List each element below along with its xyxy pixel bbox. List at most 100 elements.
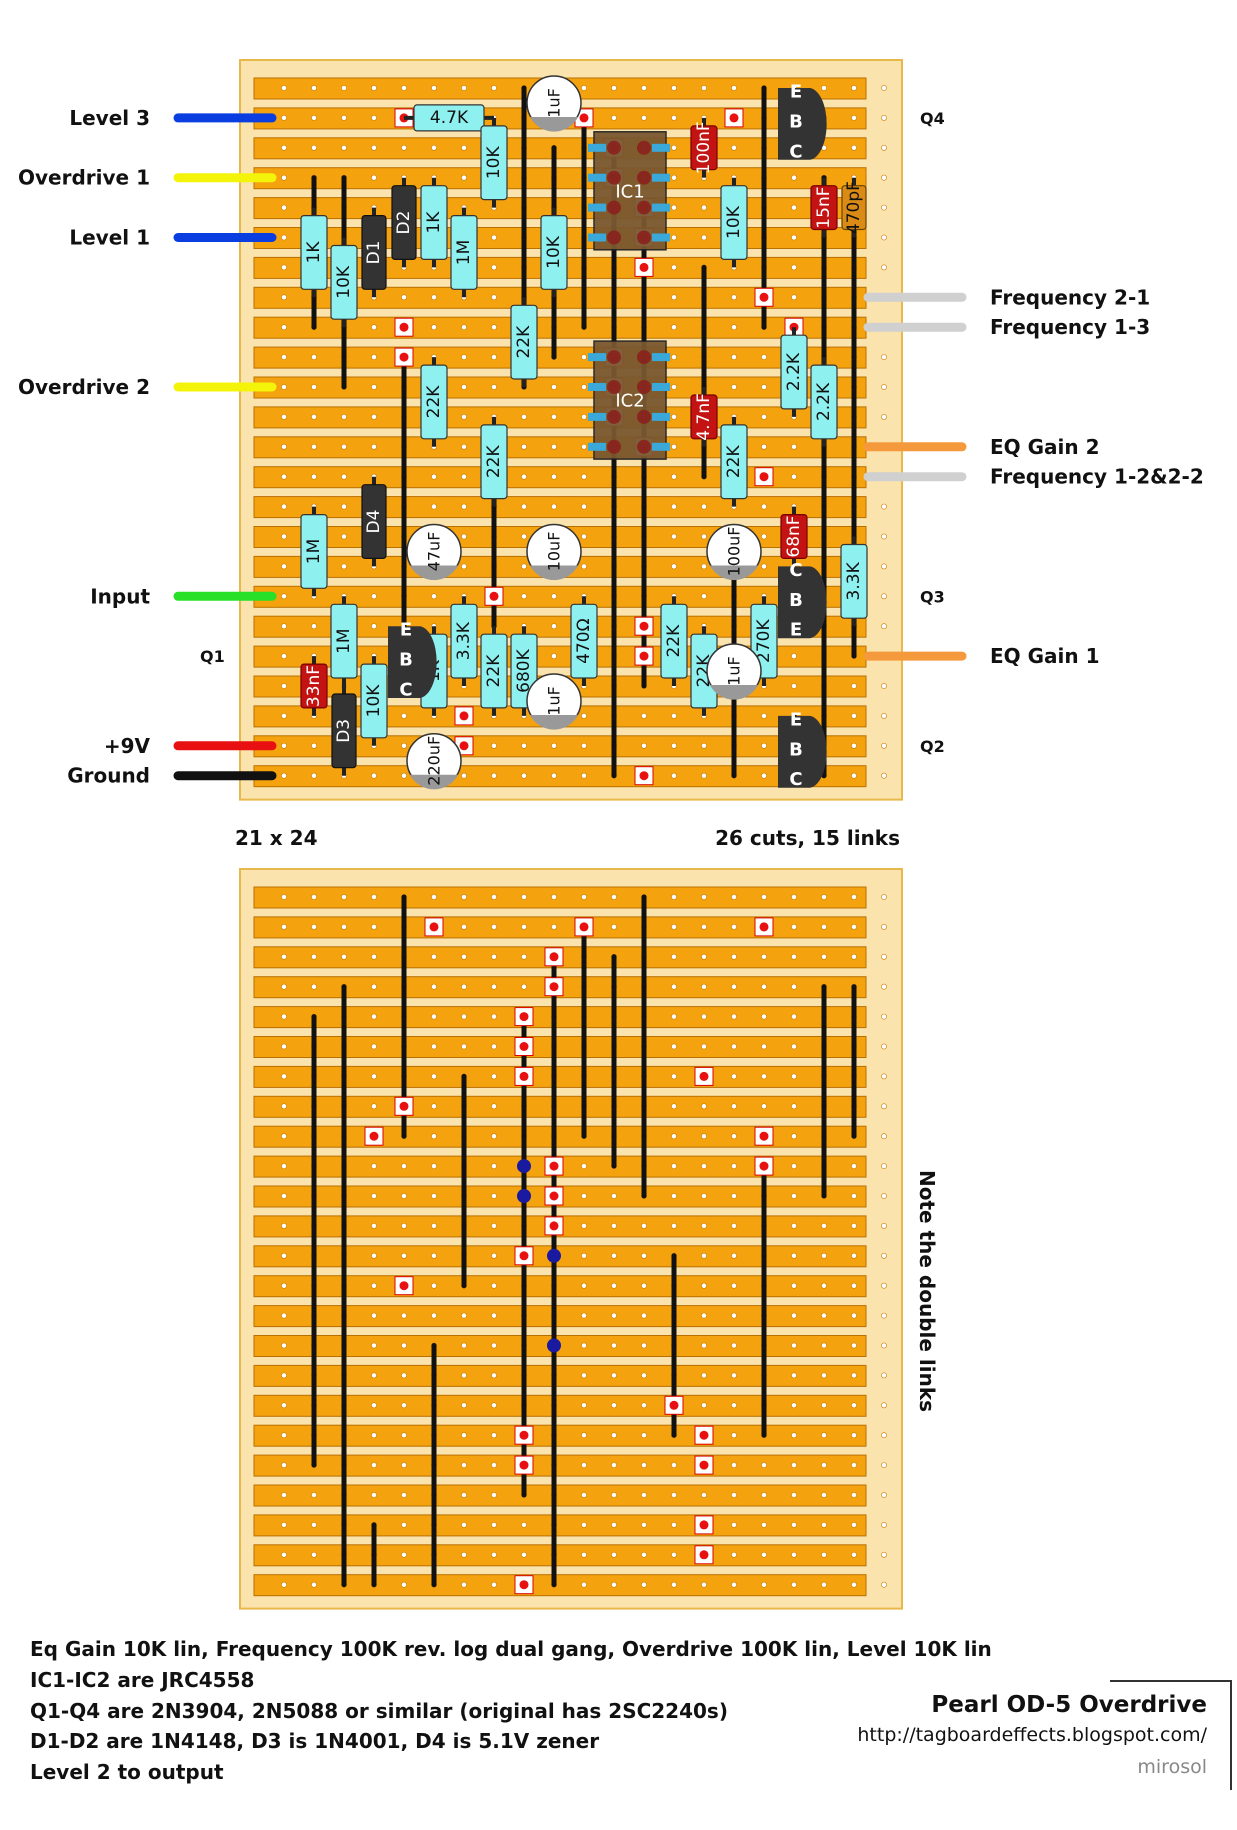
- wire-label-left: Level 1: [69, 226, 150, 250]
- hole: [581, 473, 587, 480]
- hole: [731, 1282, 737, 1289]
- hole: [371, 1402, 377, 1409]
- hole: [701, 1342, 707, 1349]
- hole: [851, 894, 857, 900]
- hole: [281, 1402, 287, 1409]
- hole: [671, 473, 677, 480]
- hole: [791, 1282, 797, 1289]
- track-cut-dot: [699, 1460, 709, 1470]
- hole: [761, 1492, 767, 1498]
- hole: [881, 1223, 887, 1229]
- track-cut-dot: [759, 292, 769, 302]
- hole: [641, 1462, 647, 1468]
- hole: [371, 953, 377, 960]
- hole: [281, 354, 287, 360]
- hole: [851, 1342, 857, 1349]
- svg-text:22K: 22K: [424, 385, 444, 419]
- hole: [521, 983, 527, 990]
- hole: [491, 384, 497, 390]
- hole: [641, 1372, 647, 1379]
- hole: [371, 593, 377, 600]
- note-transistors: Q1-Q4 are 2N3904, 2N5088 or similar (ori…: [30, 1699, 728, 1723]
- hole: [401, 1193, 407, 1199]
- ic-label: IC2: [615, 391, 644, 412]
- track-cut-dot: [699, 1430, 709, 1440]
- hole: [461, 354, 467, 360]
- hole: [341, 953, 347, 960]
- hole: [431, 1013, 437, 1020]
- hole: [851, 1462, 857, 1468]
- svg-text:3.3K: 3.3K: [454, 621, 474, 660]
- svg-text:C: C: [399, 680, 412, 701]
- hole: [881, 204, 887, 211]
- hole: [521, 503, 527, 510]
- hole: [791, 1252, 797, 1259]
- hole: [821, 1432, 827, 1439]
- hole: [851, 1581, 857, 1588]
- double-links-note: Note the double links: [915, 1170, 939, 1412]
- hole: [731, 983, 737, 990]
- hole: [881, 413, 887, 420]
- hole: [611, 1402, 617, 1409]
- hole: [761, 894, 767, 900]
- electrolytic-capacitor: 1uF: [706, 643, 762, 700]
- hole: [641, 1551, 647, 1558]
- hole: [581, 384, 587, 390]
- hole: [761, 713, 767, 719]
- hole: [491, 1013, 497, 1020]
- hole: [311, 115, 317, 121]
- hole: [641, 1581, 647, 1588]
- hole: [281, 894, 287, 900]
- hole: [731, 324, 737, 331]
- hole: [281, 1492, 287, 1498]
- hole: [281, 683, 287, 689]
- hole: [881, 1252, 887, 1259]
- hole: [671, 413, 677, 420]
- hole: [791, 953, 797, 960]
- svg-text:4.7K: 4.7K: [430, 108, 469, 128]
- hole: [431, 294, 437, 301]
- hole: [461, 144, 467, 151]
- hole: [581, 85, 587, 91]
- track-cut-dot: [699, 1520, 709, 1530]
- hole: [521, 593, 527, 600]
- track-cut-dot: [759, 1131, 769, 1141]
- ic-chip: IC1: [588, 131, 670, 251]
- copper-strip: [253, 1006, 867, 1029]
- hole: [851, 953, 857, 960]
- transistor-label: Q4: [920, 109, 945, 128]
- hole: [491, 1432, 497, 1439]
- hole: [611, 1312, 617, 1319]
- resistor: 4.7K: [404, 104, 494, 132]
- blog-url[interactable]: http://tagboardeffects.blogspot.com/: [857, 1724, 1207, 1746]
- diode: D1: [361, 207, 387, 298]
- hole: [491, 1522, 497, 1528]
- hole: [731, 384, 737, 390]
- electrolytic-capacitor: 10uF: [526, 523, 582, 581]
- hole: [281, 473, 287, 480]
- diagram-title: Pearl OD-5 Overdrive: [931, 1692, 1207, 1718]
- track-cut-dot: [519, 1460, 529, 1470]
- hole: [731, 1252, 737, 1259]
- hole: [821, 1492, 827, 1498]
- hole: [461, 1402, 467, 1409]
- hole: [701, 1133, 707, 1140]
- hole: [521, 772, 527, 779]
- hole: [371, 1462, 377, 1468]
- hole: [311, 1492, 317, 1498]
- hole: [821, 1372, 827, 1379]
- hole: [551, 384, 557, 390]
- hole: [491, 1462, 497, 1468]
- svg-text:B: B: [399, 650, 413, 671]
- hole: [491, 354, 497, 360]
- svg-text:C: C: [789, 560, 802, 581]
- hole: [551, 653, 557, 659]
- hole: [701, 563, 707, 570]
- hole: [851, 1282, 857, 1289]
- hole: [701, 1223, 707, 1229]
- hole: [881, 1043, 887, 1050]
- svg-text:2.2K: 2.2K: [784, 352, 804, 391]
- hole: [281, 503, 287, 510]
- hole: [881, 1163, 887, 1169]
- track-cut-dot: [519, 1251, 529, 1261]
